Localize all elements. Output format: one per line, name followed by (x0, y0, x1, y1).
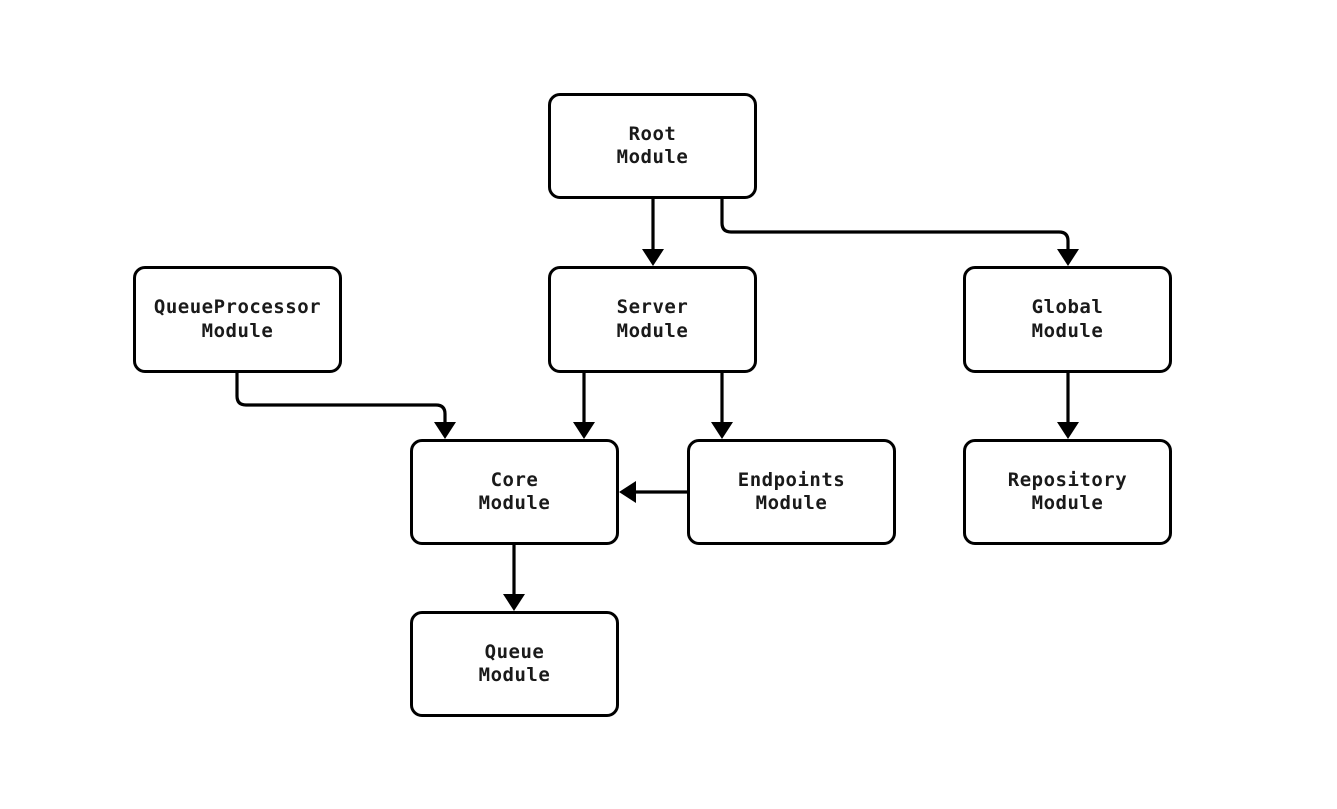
arrowhead-root-to-global (1057, 249, 1079, 266)
arrowhead-endpoints-to-core (619, 481, 636, 503)
node-label: Queue Module (478, 640, 551, 686)
node-label: Endpoints Module (737, 468, 846, 514)
node-label: Root Module (616, 122, 689, 168)
node-endpoints-module: Endpoints Module (687, 439, 896, 545)
arrowhead-root-to-server (642, 249, 664, 266)
arrowhead-core-to-queue (503, 594, 525, 611)
node-queueprocessor-module: QueueProcessor Module (133, 266, 342, 373)
node-global-module: Global Module (963, 266, 1172, 373)
node-server-module: Server Module (548, 266, 757, 373)
node-label: Repository Module (1007, 468, 1128, 514)
arrowhead-server-to-endpoints (711, 422, 733, 439)
node-label: Server Module (616, 296, 689, 342)
node-core-module: Core Module (410, 439, 619, 545)
node-queue-module: Queue Module (410, 611, 619, 717)
arrowhead-global-to-repository (1057, 422, 1079, 439)
node-root-module: Root Module (548, 93, 757, 199)
node-label: Global Module (1031, 296, 1104, 342)
arrowhead-queueprocessor-to-core (434, 422, 456, 439)
edge-root-to-global (720, 197, 1070, 251)
edge-queueprocessor-to-core (235, 371, 447, 424)
node-label: Core Module (478, 468, 551, 514)
node-label: QueueProcessor Module (153, 296, 322, 342)
arrowhead-server-to-core (573, 422, 595, 439)
node-repository-module: Repository Module (963, 439, 1172, 545)
